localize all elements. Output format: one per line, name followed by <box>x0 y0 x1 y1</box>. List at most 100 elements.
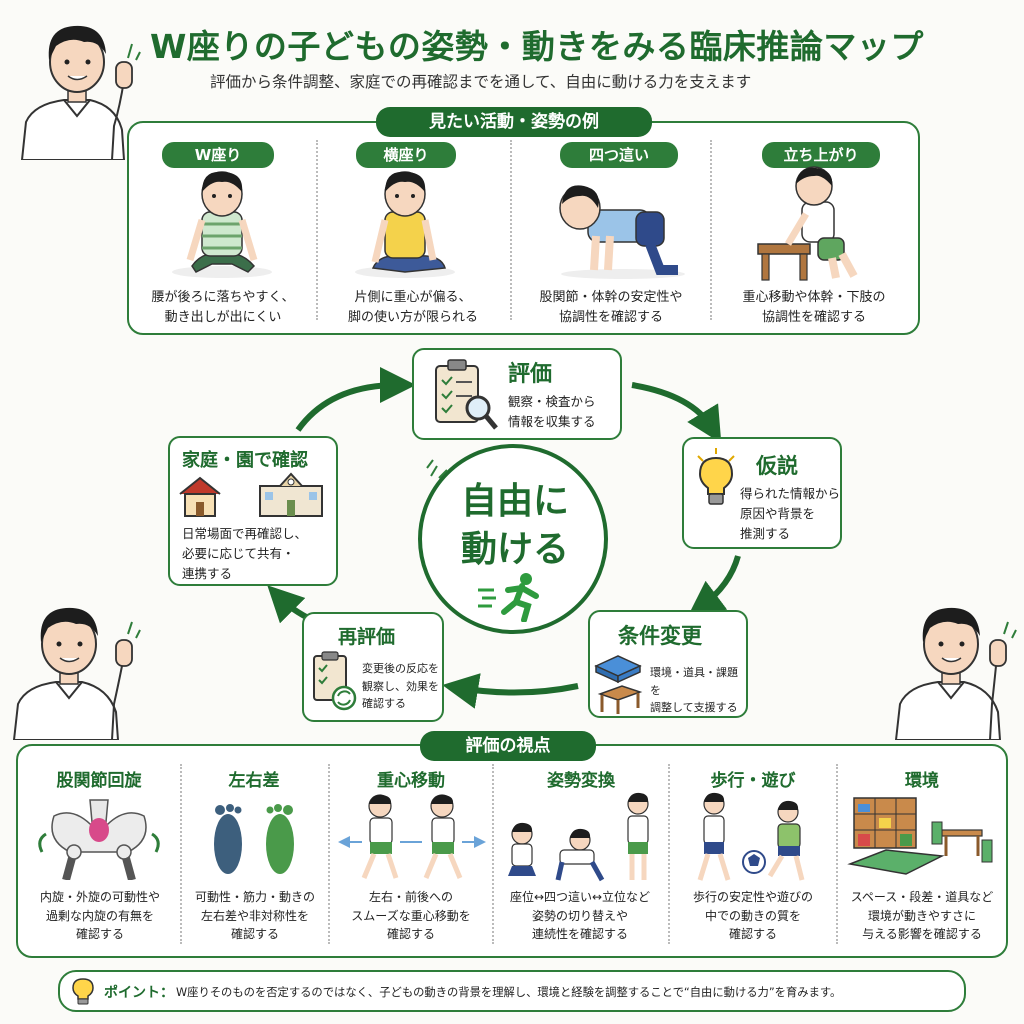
divider <box>328 764 330 944</box>
divider <box>510 140 512 320</box>
text-line: 過剰な内旋の有無を <box>45 908 154 923</box>
center-goal-text-1: 自由に <box>460 481 569 522</box>
text-line: 環境・道具・課題を <box>650 666 738 697</box>
text-line: 姿勢の切り替えや <box>531 908 628 923</box>
activity-label-w-sitting: W座り <box>162 142 274 168</box>
divider <box>836 764 838 944</box>
activity-label-side-sitting: 横座り <box>356 142 456 168</box>
clipboard-magnifier-icon <box>435 359 498 430</box>
arrow-home-to-eval <box>295 367 416 432</box>
step-condition-change-text: 環境・道具・課題を 調整して支援する <box>650 664 746 717</box>
house-icon <box>179 476 221 517</box>
text-line: 情報を収集する <box>508 414 596 429</box>
text-line: 調整して支援する <box>650 701 738 715</box>
activities-heading: 見たい活動・姿勢の例 <box>376 107 652 137</box>
step-re-evaluation-text: 変更後の反応を 観察し、効果を 確認する <box>362 660 442 713</box>
text-line: 確認する <box>75 927 124 942</box>
pelvis-rotation-icon <box>38 799 160 880</box>
arrow-cond-to-reeval <box>442 673 579 709</box>
point-banner <box>58 970 966 1012</box>
divider <box>710 140 712 320</box>
caption-line: 脚の使い方が限られる <box>347 310 478 326</box>
running-child-icon <box>478 573 539 622</box>
activity-caption-crawling: 股関節・体幹の安定性や 協調性を確認する <box>516 288 706 328</box>
step-condition-change-title: 条件変更 <box>618 624 702 648</box>
arrow-eval-to-hypo <box>631 382 722 444</box>
step-re-evaluation-title: 再評価 <box>338 626 396 648</box>
step-hypothesis-text: 得られた情報から 原因や背景を 推測する <box>740 484 840 544</box>
text-line: 原因や背景を <box>740 506 816 521</box>
sparkle-icon <box>426 459 448 479</box>
caption-line: 重心移動や体幹・下肢の <box>742 290 886 305</box>
caption-line: 片側に重心が偏る、 <box>354 290 472 305</box>
activity-label-crawling: 四つ這い <box>560 142 678 168</box>
viewpoint-title-walking-play: 歩行・遊び <box>710 771 796 791</box>
text-line: 確認する <box>386 927 435 942</box>
therapist-illustration-right <box>894 607 1017 740</box>
activity-caption-standing-up: 重心移動や体幹・下肢の 協調性を確認する <box>714 288 914 328</box>
therapist-illustration-top-left <box>20 25 141 160</box>
viewpoint-title-posture-change: 姿勢変換 <box>547 771 615 791</box>
text-line: スムーズな重心移動を <box>351 908 471 923</box>
nursery-building-icon <box>259 472 323 517</box>
walking-playing-children-icon <box>697 792 805 881</box>
step-home-check-text: 日常場面で再確認し、 必要に応じて共有・ 連携する <box>182 524 332 584</box>
text-line: 必要に応じて共有・ <box>182 546 295 561</box>
therapist-illustration-left <box>12 607 141 740</box>
text-line: 座位↔四つ這い↔立位など <box>509 890 651 904</box>
viewpoint-text-posture-change: 座位↔四つ這い↔立位など 姿勢の切り替えや 連続性を確認する <box>494 888 666 944</box>
page-title: W座りの子どもの姿勢・動きをみる臨床推論マップ <box>150 27 924 66</box>
divider <box>316 140 318 320</box>
step-evaluation-text: 観察・検査から 情報を収集する <box>508 392 618 432</box>
text-line: 環境が動きやすさに <box>867 908 976 923</box>
center-goal-text-2: 動ける <box>460 529 569 570</box>
viewpoint-title-asymmetry: 左右差 <box>228 771 280 791</box>
step-home-check-title: 家庭・園で確認 <box>182 450 308 471</box>
activity-caption-w-sitting: 腰が後ろに落ちやすく、 動き出しが出にくい <box>132 288 314 328</box>
text-line: 可動性・筋力・動きの <box>194 890 315 904</box>
text-line: 中での動きの質を <box>704 908 801 923</box>
caption-line: 協調性を確認する <box>558 310 663 326</box>
posture-transition-children-icon <box>508 792 649 882</box>
lightbulb-icon <box>72 978 94 1005</box>
viewpoint-text-environment: スペース・段差・道具など 環境が動きやすさに 与える影響を確認する <box>838 888 1006 944</box>
viewpoint-text-walking-play: 歩行の安定性や遊びの 中での動きの質を 確認する <box>672 888 834 944</box>
step-hypothesis-title: 仮説 <box>756 454 798 478</box>
caption-line: 腰が後ろに落ちやすく、 <box>151 290 295 305</box>
viewpoint-title-environment: 環境 <box>905 771 939 791</box>
footprints-icon <box>214 804 294 874</box>
point-text: W座りそのものを否定するのではなく、子どもの動きの背景を理解し、環境と経験を調整… <box>176 986 842 999</box>
text-line: 左右・前後への <box>368 890 453 904</box>
lightbulb-icon <box>697 448 735 505</box>
text-line: 変更後の反応を <box>362 662 439 675</box>
text-line: 推測する <box>740 526 791 541</box>
text-line: 得られた情報から <box>740 486 841 501</box>
clipboard-refresh-icon <box>313 651 357 711</box>
text-line: 確認する <box>230 927 279 942</box>
page-subtitle: 評価から条件調整、家庭での再確認までを通して、自由に動ける力を支えます <box>210 73 752 91</box>
viewpoint-text-weight-shift: 左右・前後への スムーズな重心移動を 確認する <box>332 888 490 944</box>
classroom-environment-icon <box>847 797 993 875</box>
caption-line: 動き出しが出にくい <box>164 310 282 326</box>
activity-caption-side-sitting: 片側に重心が偏る、 脚の使い方が限られる <box>320 288 506 328</box>
text-line: 連続性を確認する <box>531 927 628 942</box>
weight-shift-children-icon <box>338 794 486 879</box>
viewpoint-title-weight-shift: 重心移動 <box>377 771 445 791</box>
mat-and-table-icon <box>594 655 643 714</box>
caption-line: 股関節・体幹の安定性や <box>539 290 683 305</box>
text-line: 左右差や非対称性を <box>200 908 309 923</box>
viewpoint-text-asymmetry: 可動性・筋力・動きの 左右差や非対称性を 確認する <box>184 888 326 944</box>
text-line: スペース・段差・道具など <box>850 890 994 904</box>
text-line: 連携する <box>182 566 233 581</box>
child-w-sitting-illustration <box>172 171 272 278</box>
viewpoint-text-hip-rotation: 内旋・外旋の可動性や 過剰な内旋の有無を 確認する <box>22 888 178 944</box>
text-line: 日常場面で再確認し、 <box>182 526 308 541</box>
text-line: 歩行の安定性や遊びの <box>692 890 813 904</box>
text-line: 観察し、効果を <box>362 679 439 693</box>
viewpoint-title-hip-rotation: 股関節回旋 <box>56 771 142 791</box>
text-line: 確認する <box>728 927 777 942</box>
child-side-sitting-illustration <box>355 171 455 278</box>
divider <box>492 764 494 944</box>
divider <box>668 764 670 944</box>
child-standing-up-illustration <box>757 166 858 281</box>
